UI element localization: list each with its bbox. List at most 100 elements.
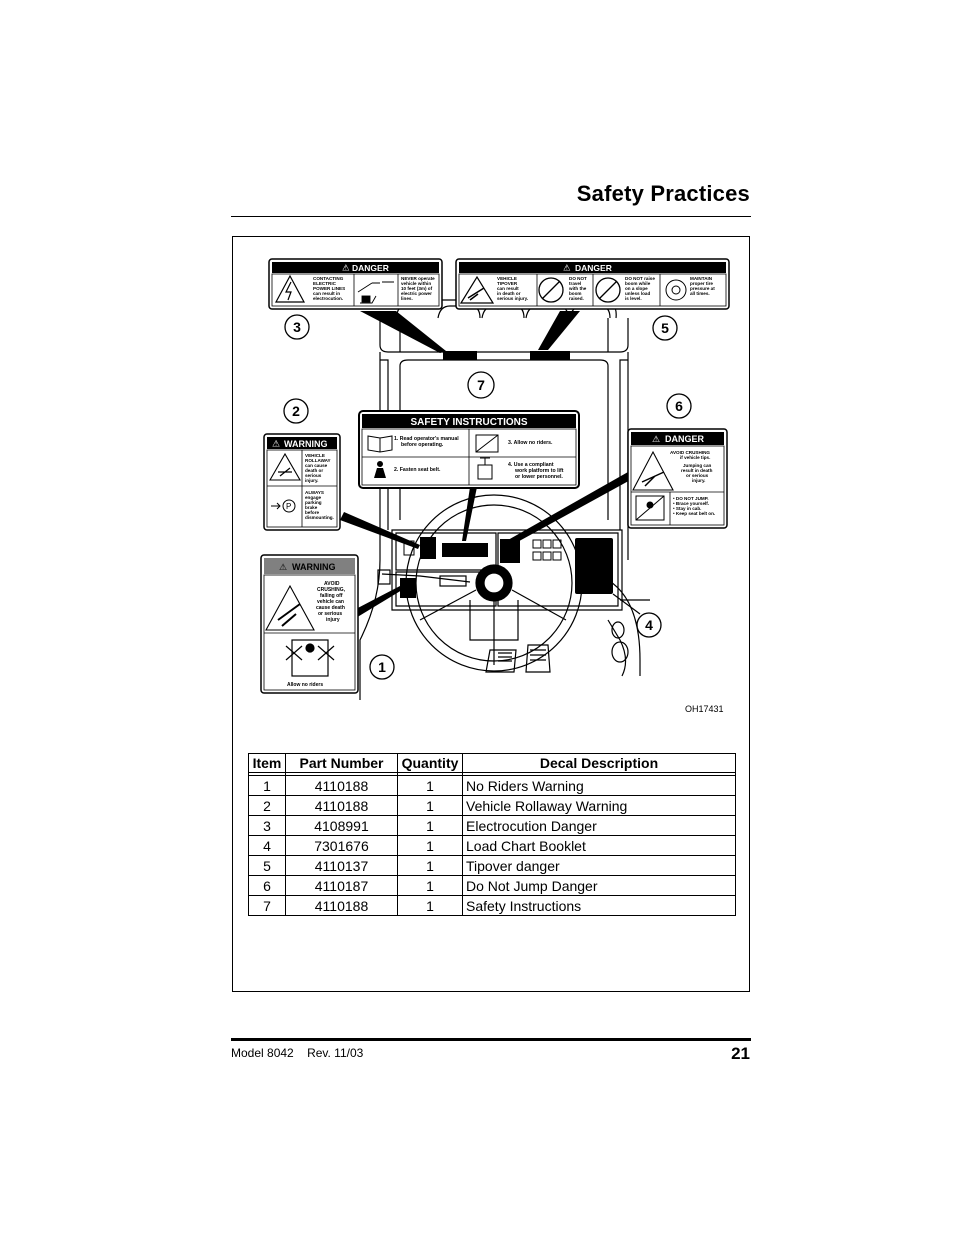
part-number-cell: 7301676	[285, 835, 398, 856]
svg-text:• Keep seat belt on.: • Keep seat belt on.	[673, 511, 715, 516]
svg-text:dismounting.: dismounting.	[305, 515, 334, 520]
item-cell: 3	[248, 815, 286, 836]
svg-text:4. Use a compliant: 4. Use a compliant	[508, 462, 554, 468]
svg-text:serious: serious	[305, 473, 322, 478]
seat-belt-icon	[374, 461, 386, 478]
svg-text:is level.: is level.	[625, 296, 642, 301]
part-number-cell: 4110188	[285, 895, 398, 916]
leader-wedges	[331, 311, 634, 630]
location-mark-3	[443, 351, 477, 360]
footer-rule	[231, 1038, 751, 1041]
location-mark-6	[500, 539, 520, 563]
model-label: Model 8042	[231, 1046, 294, 1060]
column-header-quantity: Quantity	[397, 753, 463, 773]
item-cell: 4	[248, 835, 286, 856]
svg-text:• Stay in cab.: • Stay in cab.	[673, 506, 701, 511]
location-mark-1	[400, 578, 416, 598]
svg-text:CONTACTING: CONTACTING	[313, 276, 344, 281]
description-cell: Tipover danger	[462, 855, 736, 876]
description-cell: Safety Instructions	[462, 895, 736, 916]
item-cell: 1	[248, 775, 286, 796]
svg-text:AVOID CRUSHING: AVOID CRUSHING	[670, 450, 710, 455]
svg-text:ELECTRIC: ELECTRIC	[313, 281, 337, 286]
table-row: 7 4110188 1 Safety Instructions	[248, 895, 736, 916]
part-number-cell: 4108991	[285, 815, 398, 836]
warning-triangle-icon: ⚠	[652, 434, 660, 444]
work-platform-icon	[477, 457, 493, 480]
svg-text:before: before	[305, 510, 319, 515]
svg-text:TIPOVER: TIPOVER	[497, 281, 518, 286]
column-header-item: Item	[248, 753, 286, 773]
svg-text:or serious: or serious	[318, 611, 342, 617]
crushing-hazard-icon	[265, 584, 315, 631]
no-riders-icon	[475, 434, 499, 453]
callouts: 3 5 7 2 6 4 1	[283, 314, 692, 680]
callout-7: 7	[467, 371, 495, 399]
decal-do-not-jump-danger: ⚠ DANGER AVOID CRUSHING if vehicle tips.…	[627, 428, 728, 529]
svg-text:before operating.: before operating.	[401, 442, 444, 448]
no-riders-icon	[285, 639, 335, 677]
warning-triangle-icon: ⚠	[342, 263, 350, 273]
svg-text:pressure at: pressure at	[690, 286, 715, 291]
decal-table: Item Part Number Quantity Decal Descript…	[248, 753, 736, 916]
power-line-clearance-icon	[357, 281, 394, 304]
location-mark-4	[575, 538, 613, 594]
svg-text:4: 4	[645, 617, 653, 633]
svg-text:10 feet (3m) of: 10 feet (3m) of	[401, 286, 433, 291]
svg-text:DO NOT: DO NOT	[569, 276, 587, 281]
svg-text:work platform to lift: work platform to lift	[514, 468, 564, 474]
svg-text:P: P	[286, 502, 291, 511]
svg-text:engage: engage	[305, 495, 322, 500]
electric-hazard-icon	[274, 274, 306, 303]
svg-text:serious injury.: serious injury.	[497, 296, 528, 301]
callout-5: 5	[652, 315, 678, 341]
figure-id: OH17431	[685, 704, 724, 714]
table-row: 3 4108991 1 Electrocution Danger	[248, 815, 736, 836]
no-raise-on-slope-icon	[595, 277, 621, 303]
description-cell: No Riders Warning	[462, 775, 736, 796]
svg-text:AVOID: AVOID	[324, 581, 340, 587]
callout-1: 1	[369, 654, 395, 680]
warning-triangle-icon: ⚠	[279, 562, 287, 572]
svg-text:MAINTAIN: MAINTAIN	[690, 276, 713, 281]
quantity-cell: 1	[397, 895, 463, 916]
no-travel-boom-raised-icon	[538, 277, 564, 303]
table-row: 1 4110188 1 No Riders Warning	[248, 775, 736, 796]
parking-brake-icon: P	[271, 499, 296, 513]
column-header-part-number: Part Number	[285, 753, 398, 773]
svg-text:vehicle within: vehicle within	[401, 281, 431, 286]
tire-pressure-icon	[665, 279, 687, 301]
column-header-description: Decal Description	[462, 753, 736, 773]
svg-text:can result in: can result in	[313, 291, 340, 296]
svg-text:6: 6	[675, 398, 683, 414]
decal-location-marks	[400, 351, 613, 598]
revision-label: Rev. 11/03	[307, 1046, 364, 1060]
svg-text:lines.: lines.	[401, 296, 413, 301]
rollaway-hazard-icon	[269, 452, 301, 481]
location-mark-2	[420, 537, 436, 559]
svg-text:injury: injury	[326, 617, 340, 623]
leader-3	[360, 311, 446, 353]
svg-text:unless load: unless load	[625, 291, 650, 296]
crushing-hazard-icon	[632, 450, 674, 491]
leader-4	[612, 593, 641, 615]
item-cell: 2	[248, 795, 286, 816]
quantity-cell: 1	[397, 855, 463, 876]
svg-text:all times.: all times.	[690, 291, 710, 296]
quantity-cell: 1	[397, 875, 463, 896]
table-row: 6 4110187 1 Do Not Jump Danger	[248, 875, 736, 896]
svg-text:death or: death or	[305, 468, 323, 473]
svg-text:• DO NOT JUMP.: • DO NOT JUMP.	[673, 496, 708, 501]
svg-text:WARNING: WARNING	[292, 562, 336, 572]
item-cell: 5	[248, 855, 286, 876]
warning-triangle-icon: ⚠	[563, 263, 571, 273]
description-cell: Vehicle Rollaway Warning	[462, 795, 736, 816]
warning-triangle-icon: ⚠	[272, 439, 280, 449]
svg-text:5: 5	[661, 320, 669, 336]
callout-6: 6	[666, 393, 692, 419]
part-number-cell: 4110188	[285, 775, 398, 796]
part-number-cell: 4110137	[285, 855, 398, 876]
quantity-cell: 1	[397, 835, 463, 856]
tipover-hazard-icon	[459, 275, 495, 304]
svg-text:POWER LINES: POWER LINES	[313, 286, 345, 291]
